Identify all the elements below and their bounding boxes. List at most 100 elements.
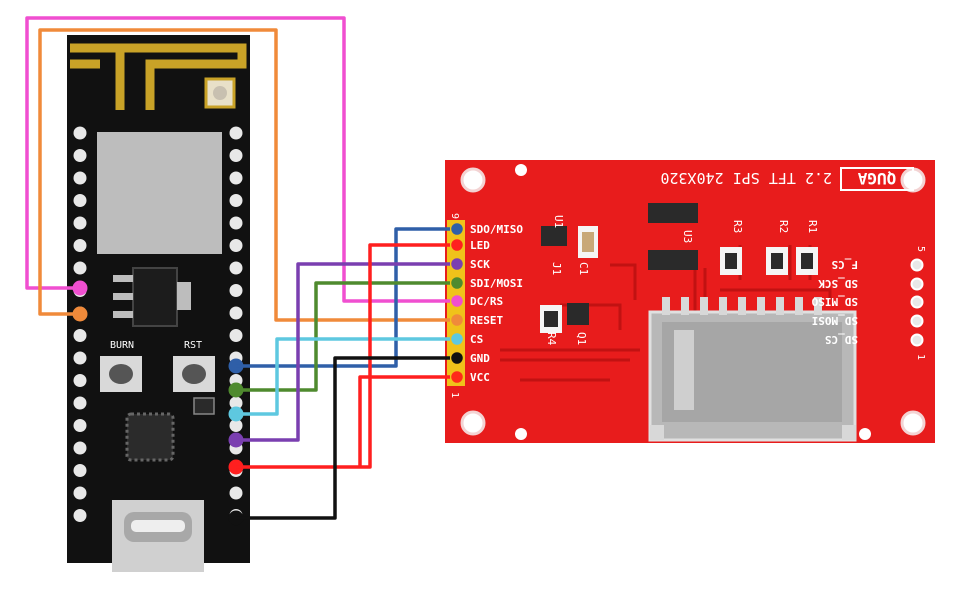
sd-slot-contacts	[662, 297, 822, 315]
usb-serial-chip	[125, 412, 175, 462]
sd-pin-label: F_CS	[832, 258, 859, 271]
j1-label: J1	[550, 262, 563, 275]
devkit-pin-left[interactable]	[73, 126, 87, 140]
devkit-pin-right[interactable]	[229, 149, 243, 162]
header-pin-gnd[interactable]	[449, 350, 465, 366]
devkit-pin-right[interactable]	[229, 126, 243, 140]
jumper-wire	[25, 16, 450, 303]
mounting-hole	[460, 410, 486, 436]
r1-label: R1	[806, 220, 819, 233]
tft-title-group: QUGA 2.2 TFT SPI 240X320	[660, 167, 914, 191]
jumper-wire	[236, 356, 450, 520]
header-pin-dc-rs[interactable]	[449, 293, 465, 309]
header-pin-number-bottom: 1	[449, 392, 460, 398]
sd-pin-label: SD_SCK	[818, 277, 858, 290]
devkit-pin-right[interactable]	[229, 486, 243, 500]
sd-contact	[776, 297, 784, 315]
devkit-pin-left[interactable]	[73, 509, 87, 522]
devkit-pin-left[interactable]	[73, 419, 87, 432]
pcb-antenna	[70, 43, 247, 110]
devkit-pin-right[interactable]	[229, 419, 243, 432]
u3-chip-top	[648, 203, 698, 223]
header-pin-label: RESET	[470, 314, 503, 327]
header-pin-sdo-miso[interactable]	[449, 221, 465, 237]
devkit-pin-right[interactable]	[229, 306, 243, 320]
header-pin-sdi-mosi[interactable]	[449, 275, 465, 291]
esp32-devkit-board: BURN RST	[67, 35, 250, 572]
regulator-pin	[113, 275, 133, 282]
sd-pin-label: SD_CS	[825, 333, 858, 346]
sd-card-slot	[648, 297, 857, 442]
header-pin-label: SCK	[470, 258, 490, 271]
ufl-connector-center	[213, 86, 227, 100]
jumper-wires	[25, 16, 450, 520]
sd-contact	[681, 297, 689, 315]
sd-contact	[719, 297, 727, 315]
header-pin-led[interactable]	[449, 237, 465, 253]
header-pin-sck[interactable]	[449, 256, 465, 272]
devkit-pin-left[interactable]	[73, 329, 87, 342]
devkit-pin-right[interactable]	[229, 284, 243, 297]
usb-c-tongue	[131, 520, 185, 532]
brand-logo: QUGA	[857, 169, 896, 188]
devkit-pin-left[interactable]	[73, 486, 87, 500]
mounting-hole	[900, 410, 926, 436]
u3-label: U3	[681, 230, 694, 243]
sd-contact	[738, 297, 746, 315]
devkit-pin-left[interactable]	[73, 239, 87, 252]
c1-body	[582, 232, 594, 252]
sd-contact	[814, 297, 822, 315]
rst-button-cap	[182, 364, 206, 384]
sd-pin-label: SD_MISO	[811, 295, 858, 308]
sd-header-pin[interactable]	[910, 258, 924, 272]
sd-contact	[700, 297, 708, 315]
devkit-pin-left[interactable]	[73, 149, 87, 162]
devkit-pin-right[interactable]	[229, 396, 243, 410]
burn-button-label: BURN	[110, 340, 134, 351]
jumper-wire	[236, 262, 450, 442]
devkit-pin-left[interactable]	[73, 441, 87, 455]
devkit-pin-right[interactable]	[229, 329, 243, 342]
via-hole	[859, 428, 871, 440]
sd-header-pin[interactable]	[910, 333, 924, 347]
devkit-pin-left[interactable]	[73, 396, 87, 410]
wifi-module-shield	[97, 132, 222, 254]
header-pin-vcc[interactable]	[449, 369, 465, 385]
small-ic-chip	[193, 397, 215, 415]
u1-label: U1	[552, 215, 565, 228]
devkit-pin-right[interactable]	[229, 239, 243, 252]
devkit-pin-right[interactable]	[229, 216, 243, 230]
devkit-pin-left[interactable]	[73, 374, 87, 387]
regulator-pin	[113, 311, 133, 318]
sd-header-pin[interactable]	[910, 277, 924, 291]
devkit-pin-right[interactable]	[229, 261, 243, 275]
devkit-pin-left[interactable]	[73, 351, 87, 365]
devkit-pin-left[interactable]	[73, 261, 87, 275]
devkit-pin-left[interactable]	[73, 171, 87, 185]
devkit-pin-right[interactable]	[229, 194, 243, 207]
sd-contact	[662, 297, 670, 315]
voltage-regulator	[132, 267, 178, 327]
jumper-wire	[358, 375, 450, 467]
sd-header-pin[interactable]	[910, 314, 924, 328]
jumper-wire	[236, 243, 450, 469]
header-pin-label: SDO/MISO	[470, 223, 523, 236]
via-hole	[515, 164, 527, 176]
header-pin-cs[interactable]	[449, 331, 465, 347]
devkit-pin-left[interactable]	[73, 194, 87, 207]
devkit-pin-right[interactable]	[229, 171, 243, 185]
r3-body	[725, 253, 737, 269]
header-pin-reset[interactable]	[449, 312, 465, 328]
r4-label: R4	[545, 332, 558, 346]
sd-header-pin[interactable]	[910, 295, 924, 309]
display-title: 2.2 TFT SPI 240X320	[660, 169, 832, 187]
devkit-pin-left[interactable]	[73, 464, 87, 477]
mounting-hole	[460, 167, 486, 193]
header-pin-label: VCC	[470, 371, 490, 384]
sd-pin-number-top: 5	[915, 246, 926, 252]
u1-chip	[541, 226, 567, 246]
sd-contact	[795, 297, 803, 315]
q1-transistor	[567, 303, 589, 325]
devkit-pin-left[interactable]	[73, 216, 87, 230]
